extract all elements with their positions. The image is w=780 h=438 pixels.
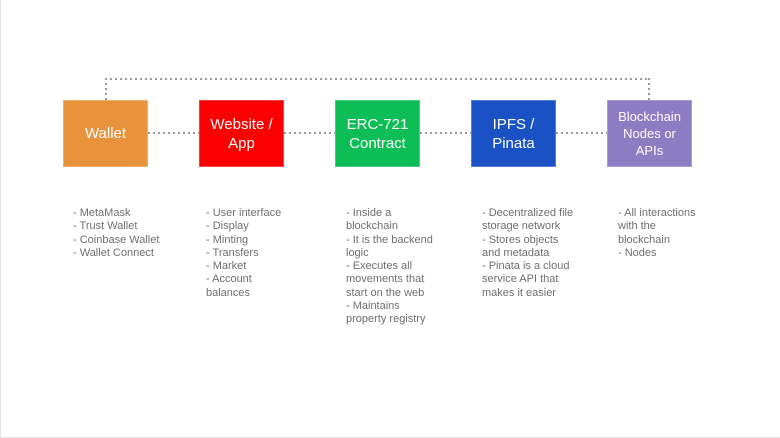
node-erc721-contract: ERC-721 Contract xyxy=(335,100,420,167)
loop-line-left-vertical xyxy=(105,78,107,100)
details-ipfs-pinata: - Decentralized file storage network - S… xyxy=(482,207,574,299)
connector-ipfs-nodes xyxy=(556,132,607,134)
connector-website-contract xyxy=(284,132,335,134)
connector-contract-ipfs xyxy=(420,132,471,134)
node-website-app-label: Website / App xyxy=(210,115,273,152)
node-website-app: Website / App xyxy=(199,100,284,167)
details-erc721-contract: - Inside a blockchain - It is the backen… xyxy=(346,207,433,326)
node-erc721-contract-label: ERC-721 Contract xyxy=(346,115,409,152)
node-ipfs-pinata-label: IPFS / Pinata xyxy=(492,115,535,152)
node-wallet-label: Wallet xyxy=(84,125,127,142)
details-wallet: - MetaMask - Trust Wallet - Coinbase Wal… xyxy=(73,207,160,259)
node-blockchain-nodes-apis: Blockchain Nodes or APIs xyxy=(607,100,692,167)
loop-line-right-vertical xyxy=(648,78,650,100)
node-blockchain-nodes-apis-label: Blockchain Nodes or APIs xyxy=(618,109,681,158)
node-ipfs-pinata: IPFS / Pinata xyxy=(471,100,556,167)
loop-line-top-horizontal xyxy=(105,78,650,80)
details-blockchain-nodes-apis: - All interactions with the blockchain -… xyxy=(618,207,696,259)
connector-wallet-website xyxy=(148,132,199,134)
node-wallet: Wallet xyxy=(63,100,148,167)
details-website-app: - User interface - Display - Minting - T… xyxy=(206,207,282,299)
